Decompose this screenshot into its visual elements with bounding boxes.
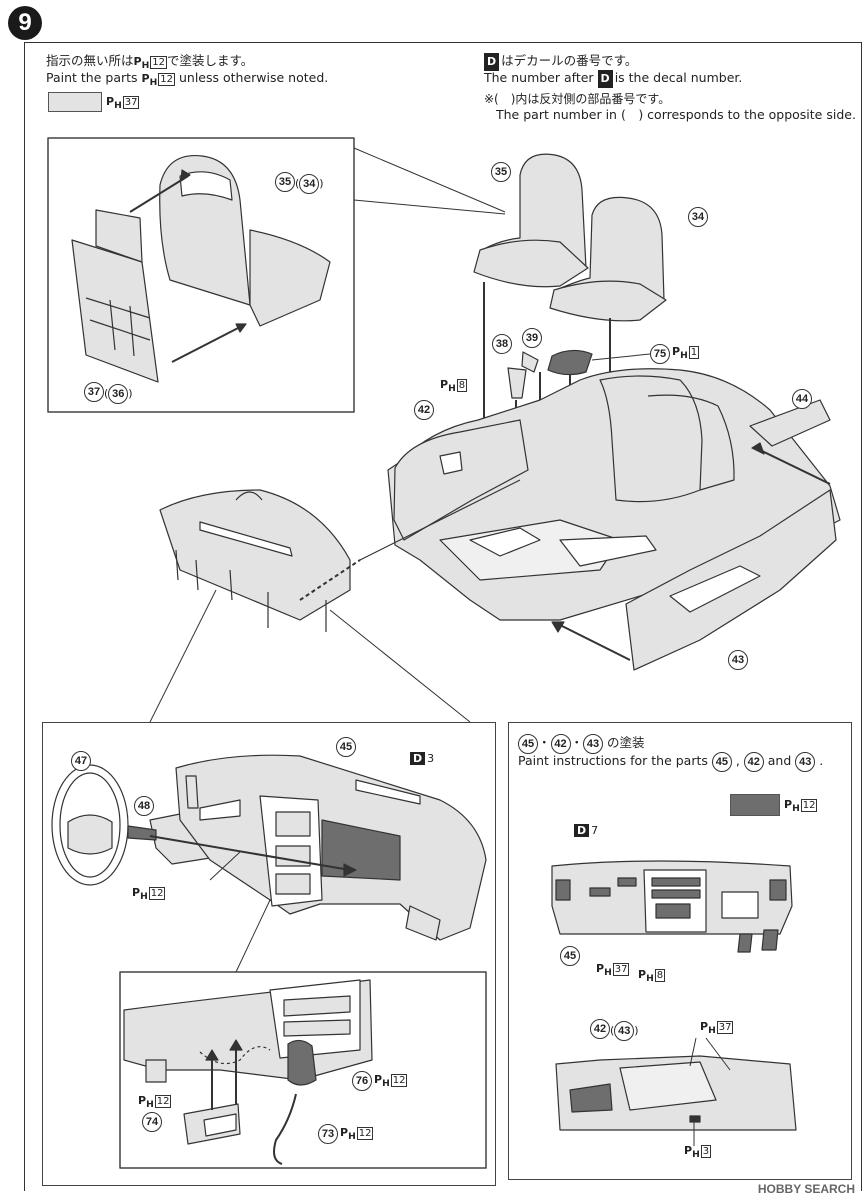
part-48-callout: 48 [134, 796, 154, 816]
paren-note-en: The part number in ( ) corresponds to th… [496, 107, 856, 122]
rp-part-43-paren: (43) [610, 1021, 639, 1041]
part-45-callout: 45 [336, 737, 356, 757]
paint-instructions-subtitle: Paint instructions for the parts 45 , 42… [518, 752, 823, 772]
rp-part-42-callout: 42 [590, 1019, 610, 1039]
step-number-badge: 9 [8, 6, 42, 40]
part-43-callout: 43 [728, 650, 748, 670]
paint-instructions-title: 45・42・43 の塗装 [518, 734, 645, 754]
part-39-callout: 39 [522, 328, 542, 348]
step-frame [24, 42, 862, 1191]
part-42-callout: 42 [414, 400, 434, 420]
rp-part-45-callout: 45 [560, 946, 580, 966]
part-34-paren: (34) [295, 174, 324, 194]
part-75-callout: 75 [650, 344, 670, 364]
light-gray-swatch [48, 92, 102, 112]
part-36-paren: (36) [104, 384, 133, 404]
dark-gray-swatch [730, 794, 780, 816]
hobby-search-watermark: HOBBY SEARCH [757, 1182, 855, 1196]
part-38-callout: 38 [492, 334, 512, 354]
part-44-callout: 44 [792, 389, 812, 409]
paren-note-jp: ※( )内は反対側の部品番号です。 [484, 92, 671, 106]
seat-35-callout: 35 [491, 162, 511, 182]
part-47-callout: 47 [71, 751, 91, 771]
part-37-callout: 37 [84, 382, 104, 402]
seat-34-callout: 34 [688, 207, 708, 227]
part-74-callout: 74 [142, 1112, 162, 1132]
part-73-callout: 73 [318, 1124, 338, 1144]
part-35-callout: 35 [275, 172, 295, 192]
part-76-callout: 76 [352, 1071, 372, 1091]
